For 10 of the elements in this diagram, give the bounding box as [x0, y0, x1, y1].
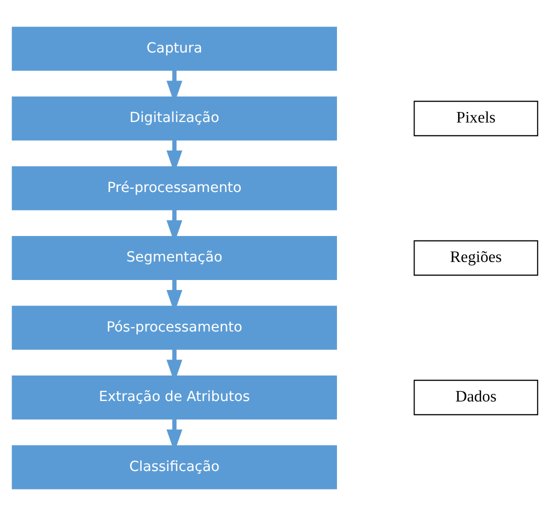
node-box: Extração de Atributos	[12, 376, 337, 420]
node-box: Pré-processamento	[12, 166, 337, 210]
node-box: Pixels	[414, 100, 538, 136]
node-box: Digitalização	[12, 96, 337, 140]
node-box: Pós-processamento	[12, 306, 337, 350]
node-box: Dados	[414, 380, 538, 416]
node-box: Regiões	[414, 240, 538, 276]
node-box: Classificação	[12, 445, 337, 490]
node-box: Captura	[12, 26, 337, 71]
node-box: Segmentação	[12, 236, 337, 280]
